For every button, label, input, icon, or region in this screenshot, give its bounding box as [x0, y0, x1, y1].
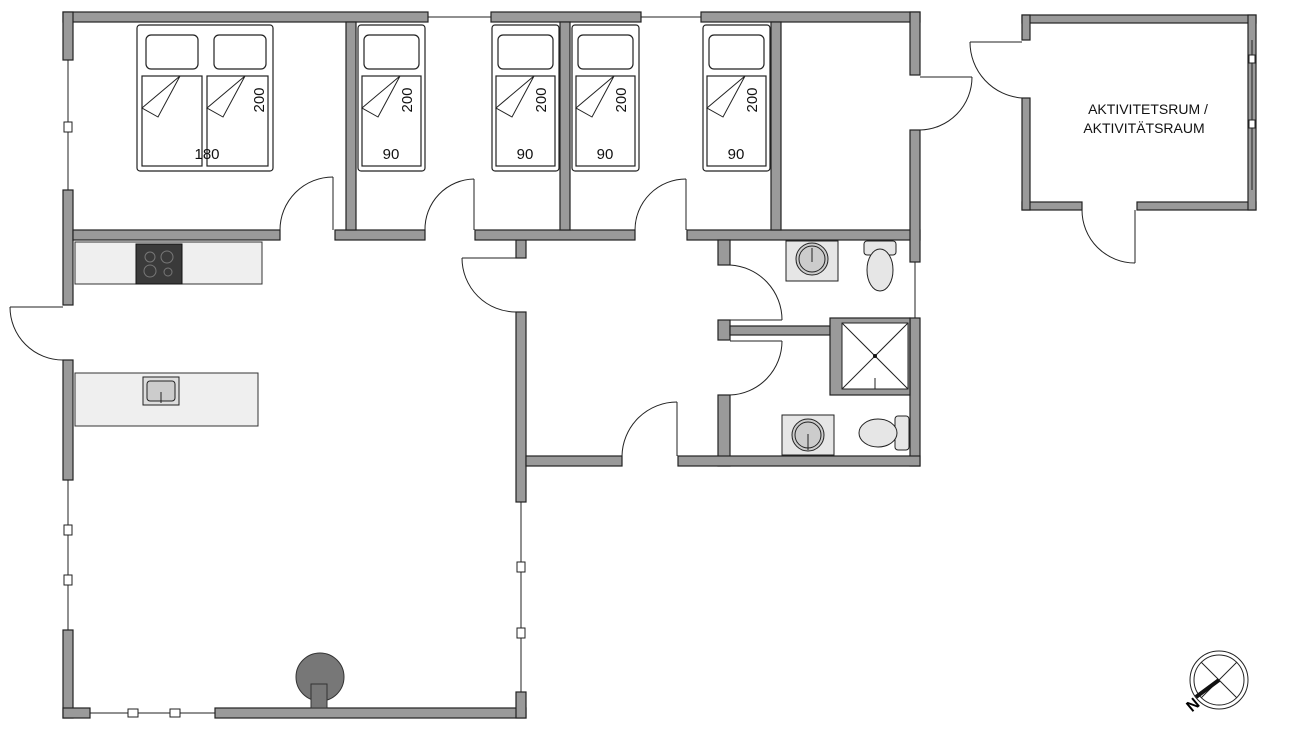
bed-width-label: 180 — [194, 146, 219, 163]
walls — [62, 11, 1257, 719]
stove-icon — [135, 243, 183, 285]
shower-icon — [841, 322, 909, 390]
bed-length-label: 200 — [613, 87, 630, 112]
doors — [9, 41, 1136, 457]
kitchen-island — [74, 372, 259, 427]
door-bath-1[interactable] — [729, 264, 783, 321]
door-bedroom-1[interactable] — [279, 176, 334, 231]
toilet-icon — [863, 240, 897, 292]
bed-double: 180 200 — [136, 24, 274, 172]
door-bedroom-3[interactable] — [634, 178, 687, 231]
door-activity-left[interactable] — [969, 41, 1023, 99]
bed-width-label: 90 — [597, 146, 614, 163]
compass-north-label: N — [1184, 695, 1204, 715]
windows — [63, 16, 1256, 718]
bathroom-fixtures — [781, 240, 910, 456]
bed-single-1: 90 200 — [357, 24, 426, 172]
sink-icon — [142, 376, 180, 406]
bed-width-label: 90 — [517, 146, 534, 163]
bed-single-3: 90 200 — [571, 24, 640, 172]
door-corridor[interactable] — [621, 401, 678, 457]
bed-length-label: 200 — [744, 87, 761, 112]
door-activity-bottom[interactable] — [1081, 209, 1136, 264]
bed-width-label: 90 — [383, 146, 400, 163]
fireplace-icon — [295, 652, 345, 709]
activity-room-label-2: AKTIVITÄTSRAUM — [1083, 120, 1204, 136]
washbasin-icon — [781, 414, 835, 456]
bed-length-label: 200 — [399, 87, 416, 112]
kitchen-counter — [74, 241, 263, 285]
bed-single-4: 90 200 — [702, 24, 771, 172]
activity-room-label-1: AKTIVITETSRUM / — [1088, 101, 1208, 117]
door-exterior-entry[interactable] — [919, 76, 973, 131]
door-bedroom-2[interactable] — [424, 178, 475, 231]
bed-single-2: 90 200 — [491, 24, 560, 172]
washbasin-icon — [785, 240, 839, 282]
door-exterior-left[interactable] — [9, 306, 64, 361]
bed-length-label: 200 — [533, 87, 550, 112]
door-hall[interactable] — [461, 257, 517, 313]
bed-length-label: 200 — [251, 87, 268, 112]
door-bath-2[interactable] — [729, 340, 783, 396]
bed-width-label: 90 — [728, 146, 745, 163]
toilet-icon — [858, 415, 910, 451]
compass-icon: N — [1184, 650, 1249, 716]
